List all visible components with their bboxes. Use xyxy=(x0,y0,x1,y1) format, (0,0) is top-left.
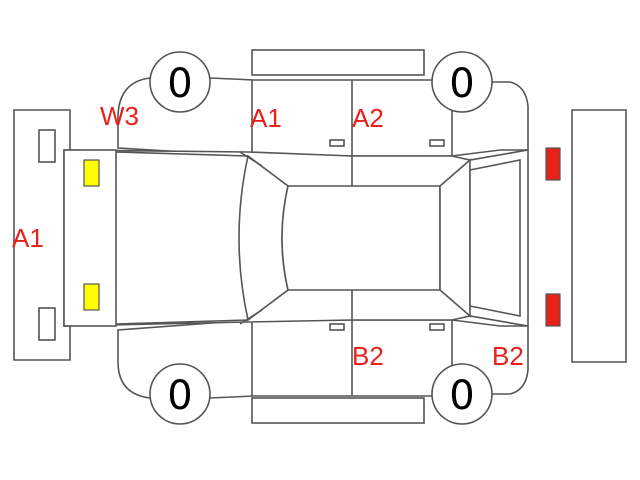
mark-left-rear-door: A2 xyxy=(352,103,384,133)
right-taillight-marker xyxy=(545,293,561,327)
mark-left-front-fender: W3 xyxy=(100,101,139,131)
right-headlight-marker xyxy=(83,283,100,311)
mark-left-front-door: A1 xyxy=(250,103,282,133)
wheel-left-front: 0 xyxy=(149,51,211,113)
right-side-profile xyxy=(117,319,529,399)
top-side-strip xyxy=(251,49,425,76)
left-taillight-marker xyxy=(545,147,561,181)
tire-right-front-value: 0 xyxy=(167,373,192,419)
tire-left-front-value: 0 xyxy=(167,61,192,107)
rear-bumper xyxy=(571,109,627,363)
front-bumper xyxy=(13,109,71,361)
bottom-side-strip xyxy=(251,397,425,424)
tire-right-rear-value: 0 xyxy=(449,373,474,419)
tire-left-rear-value: 0 xyxy=(449,61,474,107)
wheel-right-front: 0 xyxy=(149,363,211,425)
mark-right-rear-door: B2 xyxy=(352,341,384,371)
top-view-body xyxy=(63,149,529,327)
wheel-right-rear: 0 xyxy=(431,363,493,425)
mark-front-bumper: A1 xyxy=(12,223,44,253)
wheel-left-rear: 0 xyxy=(431,51,493,113)
left-headlight-marker xyxy=(83,159,100,187)
mark-right-rear-quarter: B2 xyxy=(492,341,524,371)
